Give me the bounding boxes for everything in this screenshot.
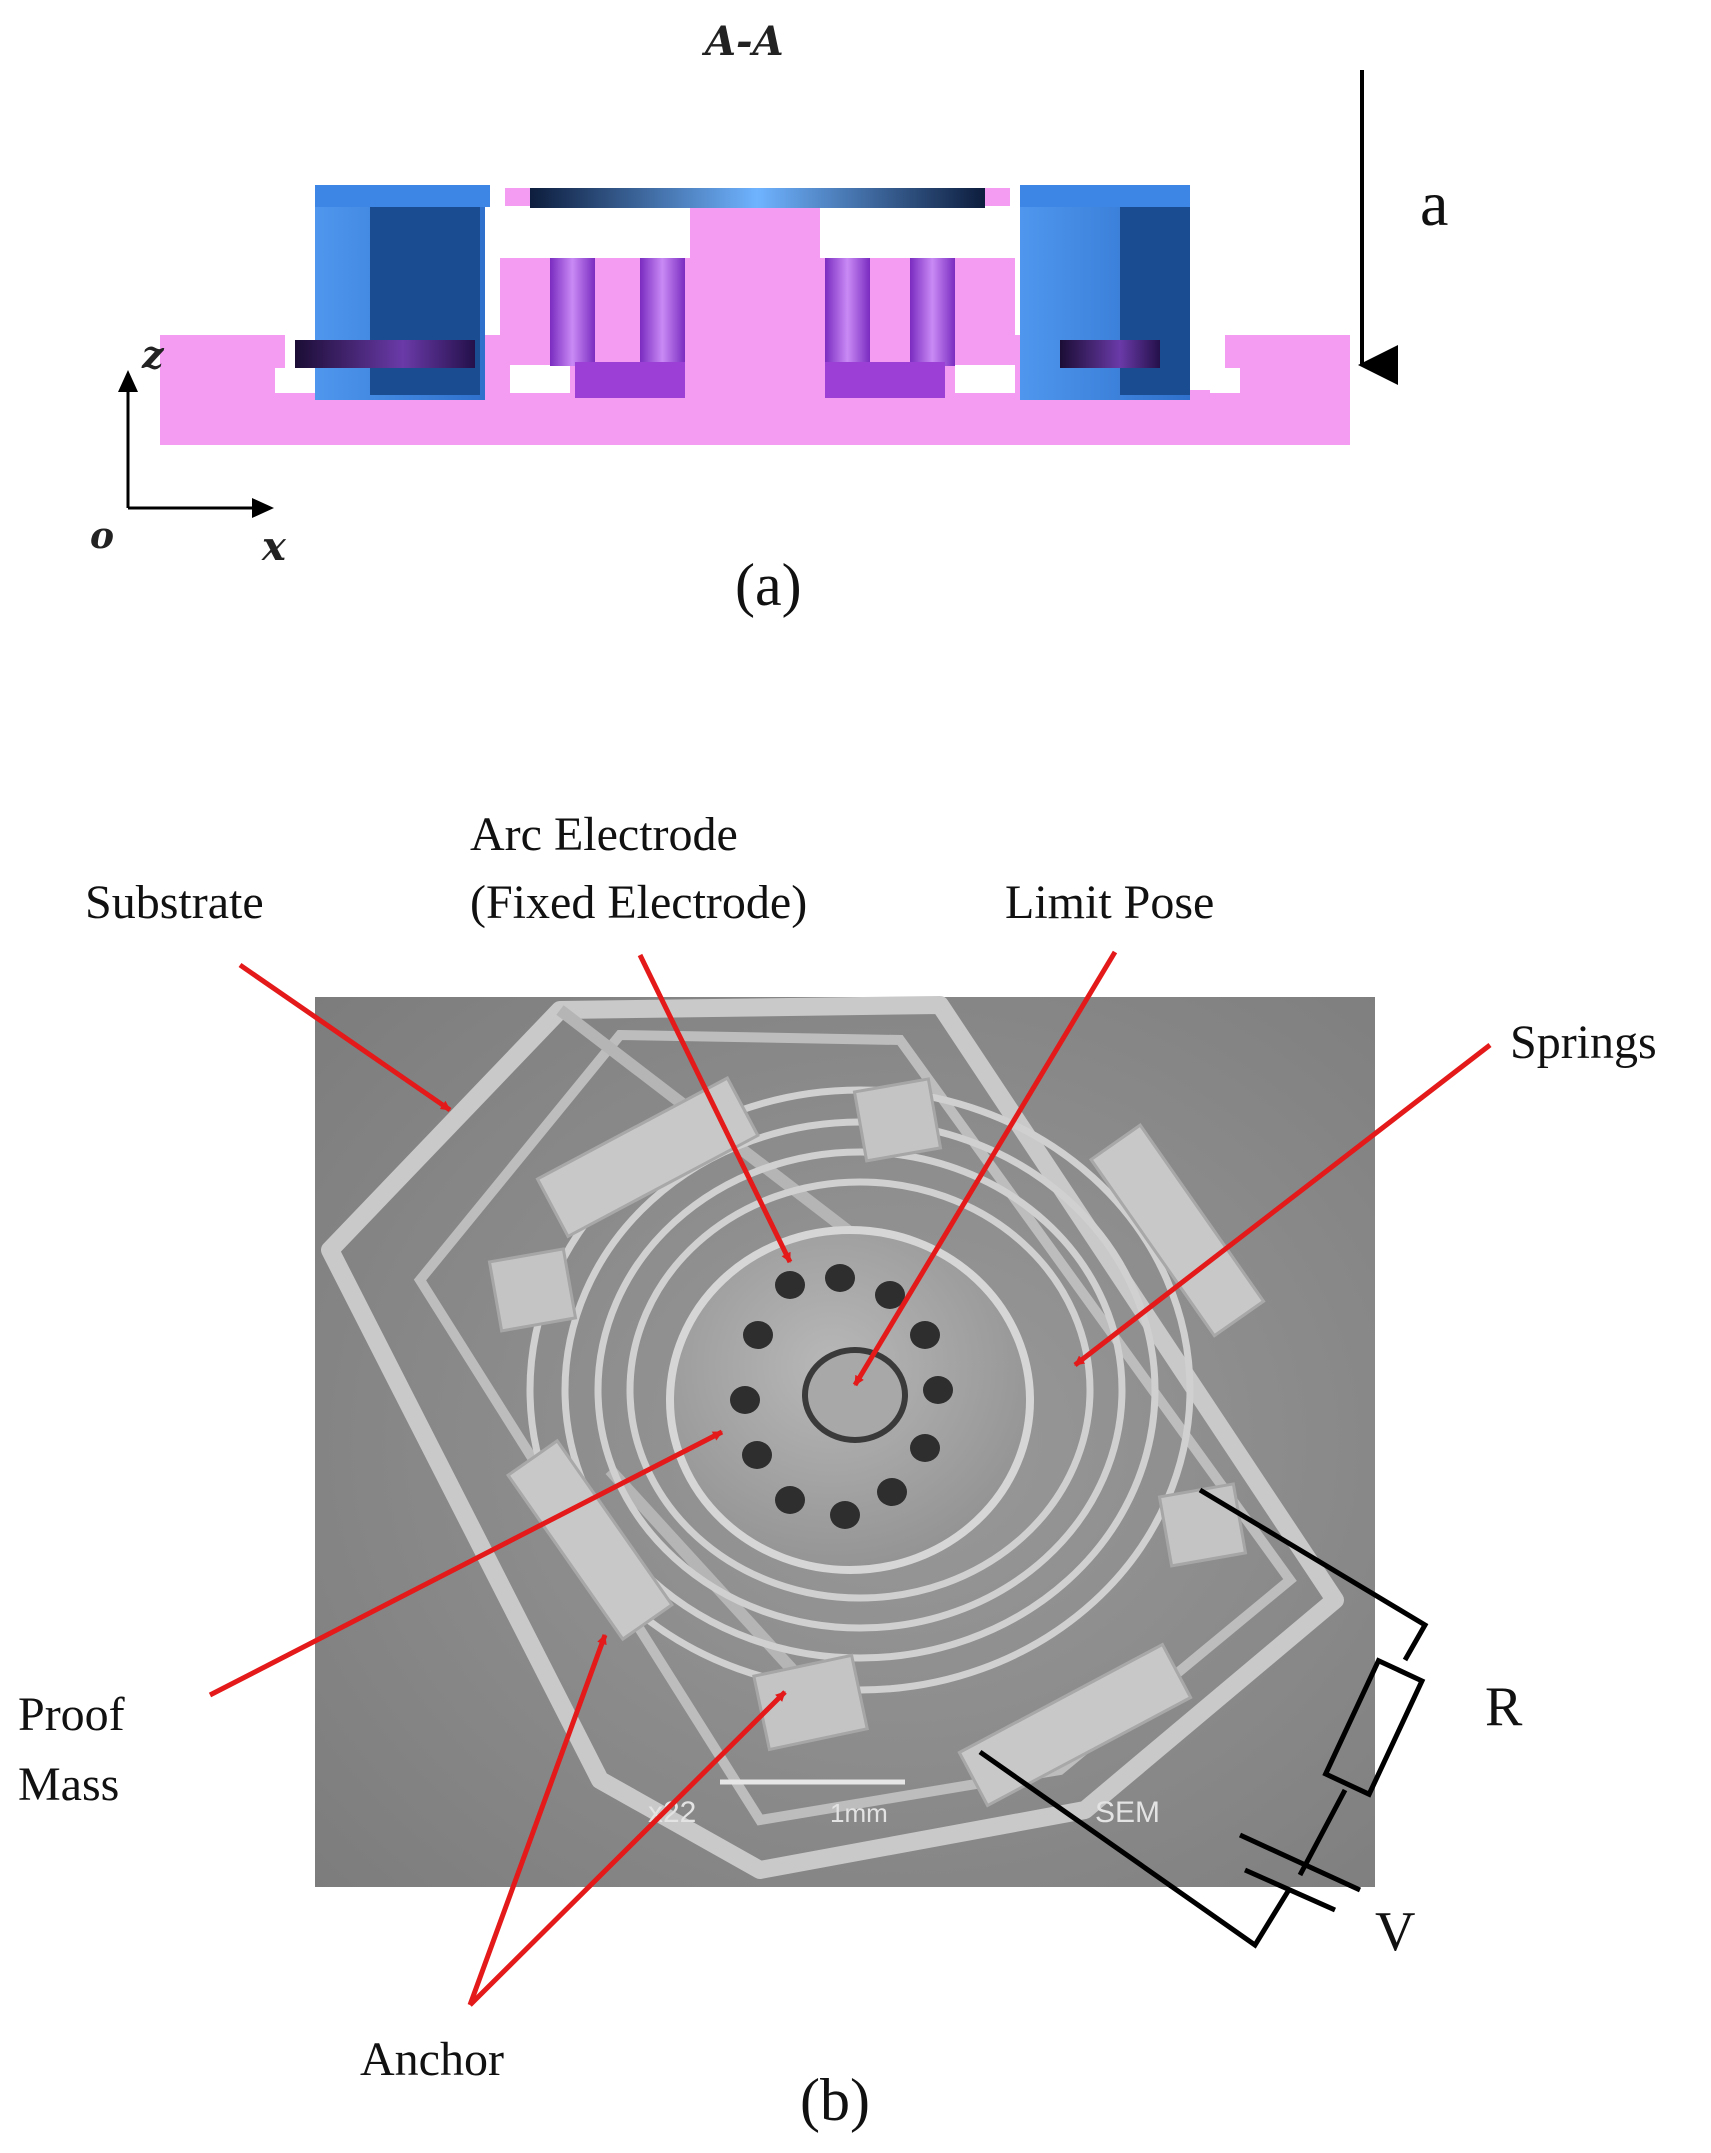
label-proof-mass-line1: Proof bbox=[18, 1688, 125, 1741]
panel-a: A-A bbox=[90, 18, 1448, 618]
sem-mode: SEM bbox=[1095, 1796, 1160, 1829]
spring-ring-4 bbox=[626, 1178, 1094, 1602]
violet-electrode-3 bbox=[825, 258, 870, 366]
limit-pose-ring bbox=[802, 1347, 908, 1443]
sem-scale: 1mm bbox=[830, 1798, 888, 1828]
hole bbox=[742, 1441, 772, 1469]
axis-z-label: z bbox=[141, 332, 165, 377]
circuit-wire-bottom bbox=[978, 1749, 1293, 1949]
anchors bbox=[487, 1077, 1248, 1752]
hole bbox=[730, 1386, 760, 1414]
hole bbox=[743, 1321, 773, 1349]
label-springs: Springs bbox=[1510, 1016, 1657, 1069]
arrow-proof-mass bbox=[208, 1429, 724, 1698]
annotation-arrows bbox=[208, 950, 1492, 2007]
label-anchor: Anchor bbox=[360, 2033, 504, 2086]
arrow-substrate bbox=[238, 962, 452, 1113]
blue-frame-left-top bbox=[315, 185, 490, 207]
hole bbox=[825, 1264, 855, 1292]
pad bbox=[957, 1642, 1193, 1808]
load-arrow-label: a bbox=[1420, 168, 1448, 239]
z-axis-arrowhead bbox=[118, 370, 138, 392]
anchor-block bbox=[852, 1077, 943, 1163]
panel-b: x22 1mm SEM Substrate Arc Electrode (Fix… bbox=[18, 808, 1657, 2133]
arrow-limit-pose bbox=[852, 950, 1118, 1387]
caption-a: (a) bbox=[735, 552, 802, 618]
caption-b: (b) bbox=[800, 2067, 870, 2133]
sem-image: x22 1mm SEM bbox=[315, 996, 1375, 1887]
violet-electrode-2 bbox=[640, 258, 685, 366]
gap-mid-right bbox=[955, 365, 1015, 393]
arrow-anchor-2 bbox=[468, 1690, 787, 2007]
dark-strip-right bbox=[1060, 340, 1160, 368]
disk-holes bbox=[730, 1264, 953, 1529]
substrate-right-step bbox=[1225, 335, 1325, 395]
label-proof-mass-line2: Mass bbox=[18, 1758, 119, 1811]
label-limit-pose: Limit Pose bbox=[1005, 876, 1214, 929]
substrate-right-ledge bbox=[1325, 335, 1350, 395]
coordinate-axes: z x o bbox=[90, 332, 287, 570]
resistor bbox=[1322, 1657, 1426, 1798]
anchor-block bbox=[487, 1247, 578, 1333]
top-electrode-bar bbox=[530, 188, 985, 208]
pink-cap-left bbox=[505, 188, 530, 206]
section-label: A-A bbox=[701, 18, 784, 65]
cross-section-drawing bbox=[160, 185, 1350, 445]
anchor-block bbox=[1157, 1482, 1248, 1568]
arrow-arc-electrode bbox=[637, 953, 793, 1264]
hole bbox=[910, 1434, 940, 1462]
violet-base-left bbox=[575, 362, 685, 398]
dark-strip-left bbox=[295, 340, 475, 368]
label-resistor: R bbox=[1485, 1676, 1523, 1738]
gap-mid-left bbox=[510, 365, 570, 393]
hole bbox=[875, 1281, 905, 1309]
battery-plate-long bbox=[1238, 1832, 1362, 1893]
substrate-left-step bbox=[160, 335, 285, 395]
pad bbox=[535, 1076, 760, 1239]
axis-x-label: x bbox=[261, 523, 287, 570]
blue-frame-right-top bbox=[1020, 185, 1190, 207]
hole bbox=[910, 1321, 940, 1349]
arrow-springs bbox=[1073, 1043, 1492, 1367]
hole bbox=[775, 1271, 805, 1299]
label-voltage: V bbox=[1375, 1901, 1415, 1963]
pink-cap-right bbox=[985, 188, 1010, 206]
circuit-wire-mid bbox=[1297, 1788, 1348, 1877]
label-substrate: Substrate bbox=[85, 876, 264, 929]
pad bbox=[1088, 1123, 1266, 1338]
spring-ring-3 bbox=[594, 1148, 1126, 1632]
center-pillar bbox=[690, 205, 820, 400]
label-arc-electrode-line2: (Fixed Electrode) bbox=[470, 876, 807, 929]
circuit bbox=[978, 1487, 1429, 1949]
arrow-anchor-1 bbox=[467, 1634, 608, 2006]
pad bbox=[505, 1438, 675, 1642]
violet-electrode-1 bbox=[550, 258, 595, 366]
circuit-wire-top bbox=[1198, 1487, 1429, 1662]
electrode-pads bbox=[505, 1076, 1266, 1808]
hole bbox=[830, 1501, 860, 1529]
axis-origin-label: o bbox=[90, 515, 114, 557]
gap-right bbox=[1210, 368, 1240, 393]
outer-frame bbox=[321, 996, 1344, 1879]
hole bbox=[877, 1478, 907, 1506]
substrate-base bbox=[160, 390, 1350, 445]
violet-electrode-4 bbox=[910, 258, 955, 366]
violet-base-right bbox=[825, 362, 945, 398]
x-axis-arrowhead bbox=[252, 498, 274, 518]
inner-frame bbox=[413, 1029, 1297, 1826]
hole bbox=[923, 1376, 953, 1404]
label-arc-electrode-line1: Arc Electrode bbox=[470, 808, 738, 861]
hole bbox=[775, 1486, 805, 1514]
